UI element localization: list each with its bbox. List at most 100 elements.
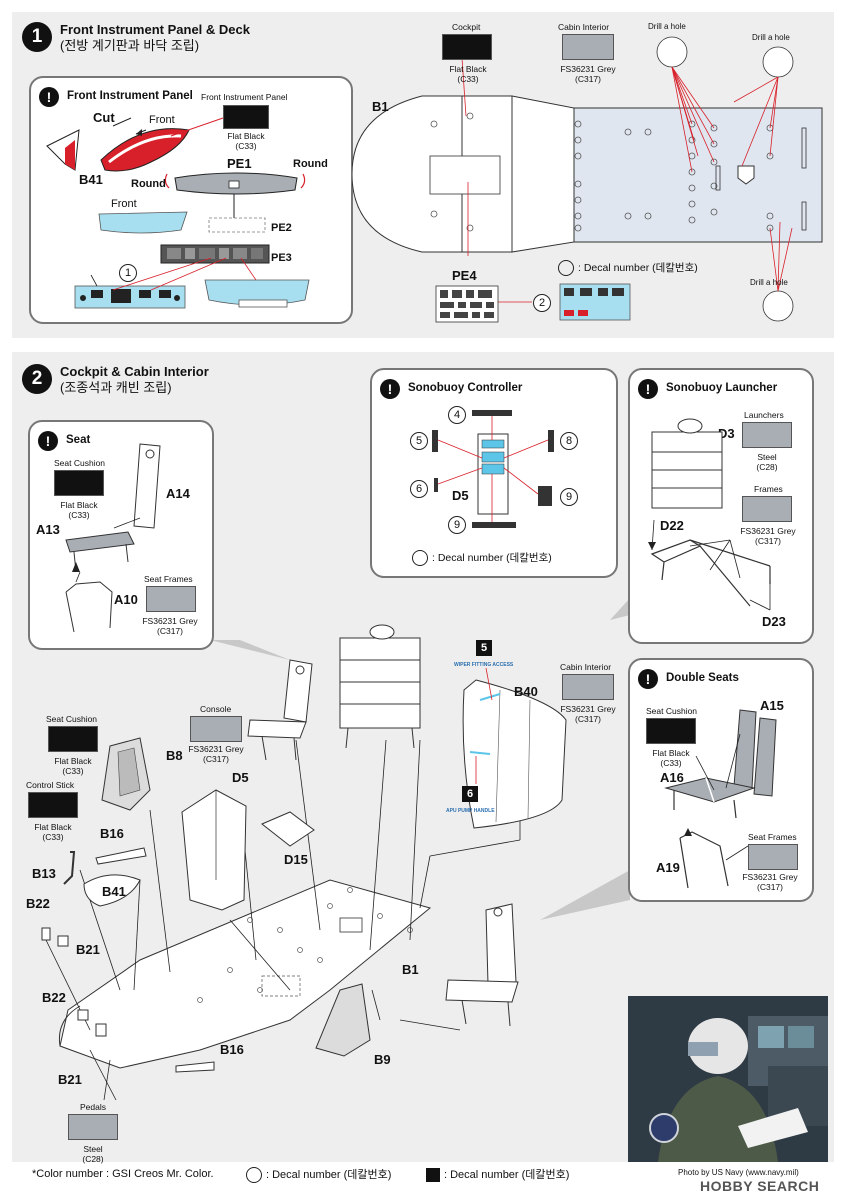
step1-title-ko: (전방 계기판과 바닥 조립) bbox=[60, 38, 200, 53]
frames-caption: Frames bbox=[754, 484, 783, 494]
step1-number: 1 bbox=[22, 22, 52, 52]
double-frames-paint: FS36231 Grey(C317) bbox=[742, 872, 798, 892]
main-seat-cushion-paint: Flat Black(C33) bbox=[54, 756, 92, 776]
seat-frames-swatch bbox=[146, 586, 196, 612]
pilot-photo bbox=[628, 996, 828, 1162]
swatch-paint: Flat Black(C33) bbox=[227, 131, 265, 151]
label-pe4: PE4 bbox=[452, 268, 477, 283]
deck-decal-note: : Decal number (데칼번호) bbox=[558, 260, 698, 277]
console-caption: Console bbox=[200, 704, 232, 714]
footer-decal-circle: : Decal number (데칼번호) bbox=[246, 1166, 391, 1184]
double-frames-swatch bbox=[748, 844, 798, 870]
double-cushion-swatch bbox=[646, 718, 696, 744]
label-b8: B8 bbox=[166, 748, 183, 763]
sonobuoy-controller-panel: ! Sonobuoy Controller 4 5 8 6 9 9 D5 : D… bbox=[370, 368, 618, 578]
warning-icon: ! bbox=[638, 669, 658, 689]
label-d15: D15 bbox=[284, 852, 308, 867]
photo-credit: Photo by US Navy (www.navy.mil) bbox=[678, 1168, 799, 1177]
pedals-swatch bbox=[68, 1114, 118, 1140]
cabin-caption: Cabin Interior bbox=[558, 22, 610, 32]
decal-8: 8 bbox=[560, 432, 578, 450]
label-a10: A10 bbox=[114, 592, 138, 607]
hobby-search-watermark: HOBBY SEARCH bbox=[700, 1178, 820, 1194]
label-pe3: PE3 bbox=[271, 252, 292, 264]
label-b1: B1 bbox=[372, 99, 389, 114]
controller-decal-note: : Decal number (데칼번호) bbox=[412, 550, 552, 567]
step2-title-en: Cockpit & Cabin Interior bbox=[60, 364, 209, 379]
seat-frames-paint: FS36231 Grey(C317) bbox=[142, 616, 198, 636]
seat-cushion-caption: Seat Cushion bbox=[54, 458, 106, 468]
decal-1: 1 bbox=[119, 264, 137, 282]
main-cabin-caption: Cabin Interior bbox=[560, 662, 612, 672]
swatch-caption: Front Instrument Panel bbox=[201, 92, 288, 102]
step1-title-en: Front Instrument Panel & Deck bbox=[60, 22, 250, 37]
drill-label-1: Drill a hole bbox=[648, 22, 686, 31]
launcher-drawing bbox=[648, 418, 771, 611]
console-swatch bbox=[190, 716, 242, 742]
cockpit-swatch bbox=[442, 34, 492, 60]
instrument-panel-drawing bbox=[46, 117, 310, 309]
control-stick-paint: Flat Black(C33) bbox=[34, 822, 72, 842]
flat-black-swatch bbox=[223, 105, 269, 129]
controller-drawing bbox=[432, 410, 554, 528]
label-b41-main: B41 bbox=[102, 884, 126, 899]
launchers-swatch bbox=[742, 422, 792, 448]
label-b40: B40 bbox=[514, 684, 538, 699]
launchers-caption: Launchers bbox=[744, 410, 784, 420]
seat-frames-caption: Seat Frames bbox=[144, 574, 193, 584]
label-b41: B41 bbox=[79, 172, 103, 187]
deck-drawing bbox=[352, 36, 823, 323]
label-b22-bottom: B22 bbox=[42, 990, 66, 1005]
label-b22-top: B22 bbox=[26, 896, 50, 911]
label-b16-top: B16 bbox=[100, 826, 124, 841]
decal-4: 4 bbox=[448, 406, 466, 424]
label-a13: A13 bbox=[36, 522, 60, 537]
decal-6-square: 6 bbox=[462, 786, 478, 802]
label-d22: D22 bbox=[660, 518, 684, 533]
label-a16: A16 bbox=[660, 770, 684, 785]
footer-color-note: *Color number : GSI Creos Mr. Color. bbox=[32, 1168, 214, 1180]
label-pe1: PE1 bbox=[227, 156, 252, 171]
label-b21-bottom: B21 bbox=[58, 1072, 82, 1087]
frames-swatch bbox=[742, 496, 792, 522]
decal-9b: 9 bbox=[448, 516, 466, 534]
pedals-paint: Steel(C28) bbox=[82, 1144, 104, 1164]
cockpit-caption: Cockpit bbox=[452, 22, 481, 32]
frames-paint: FS36231 Grey(C317) bbox=[740, 526, 796, 546]
label-a19: A19 bbox=[656, 860, 680, 875]
front-instrument-panel-box: ! Front Instrument Panel Front Instrumen… bbox=[29, 76, 353, 324]
label-b1-main: B1 bbox=[402, 962, 419, 977]
label-round-left: Round bbox=[131, 178, 166, 190]
decal-ring-icon bbox=[412, 550, 428, 567]
label-b21-top: B21 bbox=[76, 942, 100, 957]
cabin-paint: FS36231 Grey(C317) bbox=[560, 64, 616, 84]
label-d5-main: D5 bbox=[232, 770, 249, 785]
console-paint: FS36231 Grey(C317) bbox=[188, 744, 244, 764]
double-seats-panel: ! Double Seats Seat Cushion Flat Black(C… bbox=[628, 658, 814, 902]
seat-cushion-swatch bbox=[54, 470, 104, 496]
seat-drawing bbox=[65, 443, 161, 633]
seat-cushion-paint: Flat Black(C33) bbox=[60, 500, 98, 520]
main-seat-cushion-caption: Seat Cushion bbox=[46, 714, 98, 724]
warning-icon: ! bbox=[380, 379, 400, 399]
label-b9: B9 bbox=[374, 1052, 391, 1067]
step1-title: Front Instrument Panel & Deck (전방 계기판과 바… bbox=[60, 22, 250, 54]
main-cabin-paint: FS36231 Grey(C317) bbox=[560, 704, 616, 724]
label-cut: Cut bbox=[93, 110, 115, 125]
step2-number: 2 bbox=[22, 364, 52, 394]
warning-icon: ! bbox=[39, 87, 59, 107]
sonobuoy-launcher-title: Sonobuoy Launcher bbox=[666, 382, 778, 394]
label-a14: A14 bbox=[166, 486, 190, 501]
warning-icon: ! bbox=[38, 431, 58, 451]
decal-9a: 9 bbox=[560, 488, 578, 506]
decal-square-icon bbox=[426, 1168, 440, 1183]
cabin-swatch bbox=[562, 34, 614, 60]
label-round-right: Round bbox=[293, 158, 328, 170]
label-front-top: Front bbox=[149, 114, 175, 126]
seat-panel: ! Seat Seat Cushion Flat Black(C33) A14 … bbox=[28, 420, 214, 650]
label-a15: A15 bbox=[760, 698, 784, 713]
step2-title-ko: (조종석과 캐빈 조립) bbox=[60, 380, 172, 395]
double-frames-caption: Seat Frames bbox=[748, 832, 797, 842]
control-stick-caption: Control Stick bbox=[26, 780, 75, 790]
